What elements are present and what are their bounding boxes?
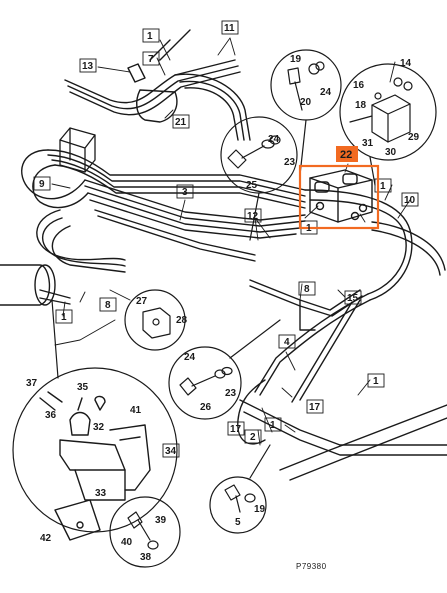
label-19b: 19 [254,504,266,515]
label-24a: 24 [320,87,332,98]
label-3: 3 [182,187,188,198]
label-35: 35 [77,382,89,393]
label-18: 18 [355,100,367,111]
label-20: 20 [300,97,312,108]
label-31: 31 [362,138,374,149]
label-22-highlighted: 22 [340,149,352,161]
label-33: 33 [95,488,107,499]
component-21-housing [127,29,191,123]
detail-circle-20 [270,49,342,176]
label-24c: 24 [184,352,196,363]
label-16: 16 [353,80,365,91]
exploded-detail-lower-left [39,391,151,541]
detail-circle-26 [168,319,281,420]
detail-bolt-26 [179,366,233,396]
label-40: 40 [121,537,133,548]
label-15: 15 [347,293,359,304]
label-27: 27 [136,296,148,307]
label-5: 5 [235,517,241,528]
label-11: 11 [224,23,235,34]
label-37: 37 [26,378,38,389]
label-23a: 23 [284,157,296,168]
figure-reference: P79380 [296,562,327,571]
label-30: 30 [385,147,397,158]
detail-circle-left-bracket [12,299,178,533]
leader-lines [51,37,411,446]
hose-loops-left [21,59,251,273]
label-13: 13 [82,61,94,72]
label-23b: 23 [225,388,237,399]
label-14: 14 [400,58,412,69]
label-1a: 1 [147,31,153,42]
label-32: 32 [93,422,105,433]
label-29: 29 [408,132,420,143]
detail-bolt-5 [224,484,256,513]
highlight-label-bg [336,146,358,162]
label-17b: 17 [230,424,242,435]
callout-labels: 1 11 13 7 21 9 3 12 8 15 8 1 4 1 17 17 2… [26,23,420,571]
label-26: 26 [200,402,212,413]
label-36: 36 [45,410,57,421]
label-8a: 8 [304,284,310,295]
label-8b: 8 [105,300,111,311]
label-41: 41 [130,405,142,416]
label-1c: 1 [373,376,379,387]
label-12: 12 [247,211,259,222]
label-1d: 1 [270,420,276,431]
detail-clip-28 [142,307,171,339]
label-24b: 24 [268,134,280,145]
detail-circle-25 [220,116,298,241]
detail-bolt-20 [287,61,325,111]
label-38: 38 [140,552,152,563]
detail-circle-5 [209,444,271,534]
label-4: 4 [284,337,290,348]
detail-bracket-30 [349,77,413,143]
valve-block-22 [309,169,373,223]
label-17a: 17 [309,402,321,413]
label-21: 21 [175,117,187,128]
label-39: 39 [155,515,167,526]
detail-bolt-38 [127,511,159,550]
label-10: 10 [404,195,416,206]
detail-circle-30 [339,63,437,186]
highlight-box-22 [298,164,380,230]
label-25: 25 [246,180,258,191]
label-9: 9 [39,179,45,190]
pipe-lower-right [237,379,447,481]
label-2: 2 [250,432,256,443]
detail-bolt-25 [227,135,281,169]
label-1-valve: 1 [306,223,312,234]
label-1b: 1 [61,312,67,323]
label-34: 34 [165,446,177,457]
label-42: 42 [40,533,52,544]
bracket-upper-left [59,127,96,173]
label-28: 28 [176,315,188,326]
hose-bundle-main [47,149,306,262]
label-1e: 1 [380,181,386,192]
callout-boxes [33,20,419,458]
label-7: 7 [148,54,154,65]
cylinder-left [0,264,71,306]
detail-circle-38 [109,496,181,568]
detail-circle-28 [124,289,186,351]
label-19a: 19 [290,54,302,65]
